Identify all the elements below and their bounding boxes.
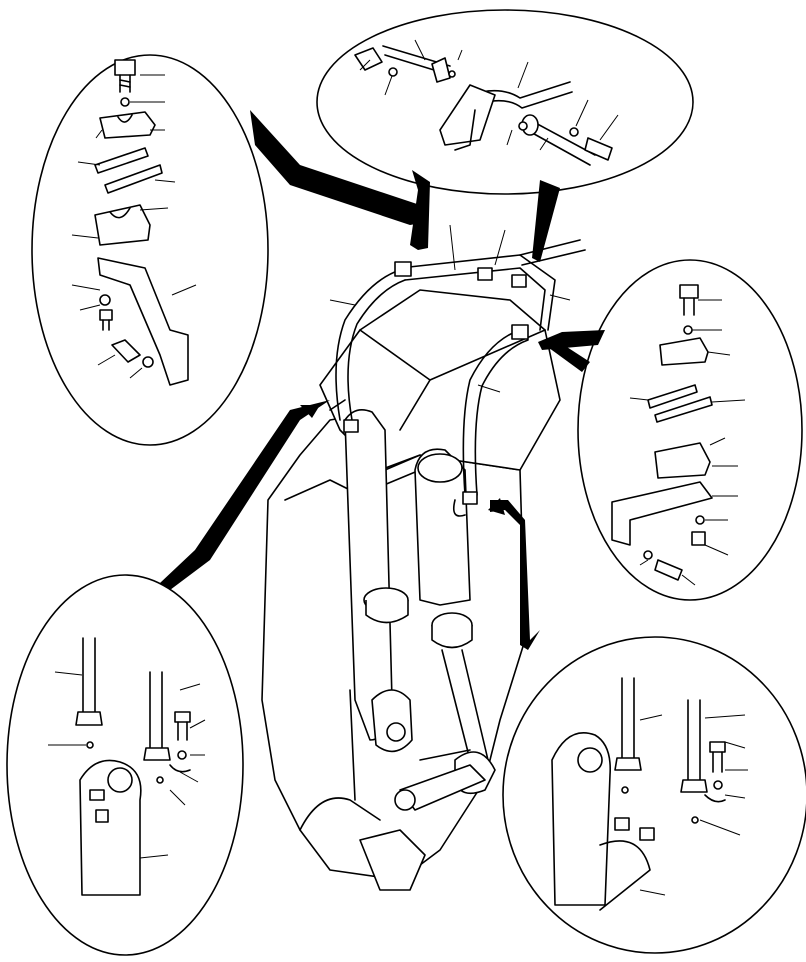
left-cylinder	[344, 409, 413, 753]
upper-left-detail-callout	[31, 54, 428, 446]
top-detail-callout	[316, 9, 694, 262]
boom-body	[261, 414, 526, 881]
boom-assembly	[261, 289, 561, 891]
right-detail-callout	[538, 259, 803, 601]
boom-foot	[359, 829, 426, 891]
hose-routing	[329, 224, 586, 517]
lower-right-detail-callout	[488, 498, 806, 954]
lower-left-detail-callout	[6, 400, 330, 956]
